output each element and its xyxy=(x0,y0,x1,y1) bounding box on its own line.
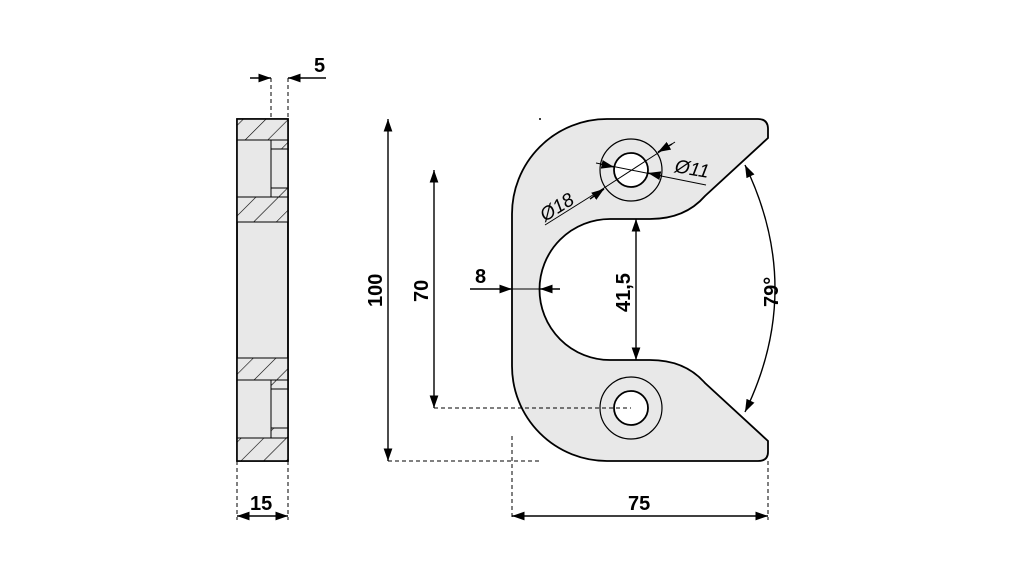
section-hatch xyxy=(236,357,289,381)
counterbore-section xyxy=(236,379,272,439)
side-view: 5 15 xyxy=(236,55,326,521)
counterbore-section xyxy=(236,139,272,198)
dimension-height: 100 xyxy=(365,118,541,462)
counterbore-circle-bottom xyxy=(599,376,663,440)
dimension-wall: 8 xyxy=(470,266,560,294)
dimension-hole-spacing: 70 xyxy=(411,170,631,409)
section-hatch xyxy=(270,187,289,198)
counterbore-circle-top xyxy=(599,138,663,202)
dimension-hole-diameters: Ø18 Ø11 xyxy=(536,141,711,227)
dimension-thickness: 15 xyxy=(236,461,289,521)
dim-label: 100 xyxy=(365,274,387,307)
section-hatch xyxy=(236,196,289,223)
dimension-angle: 79° xyxy=(744,164,783,413)
dim-label: 79° xyxy=(761,277,783,307)
section-hatch xyxy=(270,427,289,439)
dim-label: 75 xyxy=(628,493,650,515)
front-view: Ø18 Ø11 100 70 8 41,5 xyxy=(365,118,783,521)
dim-label: 5 xyxy=(314,55,325,77)
hole-section xyxy=(270,388,289,429)
part-outline xyxy=(511,118,769,462)
section-hatch xyxy=(270,379,289,390)
hole-section xyxy=(270,148,289,189)
dim-label: 15 xyxy=(250,493,272,515)
dimension-width: 75 xyxy=(511,436,769,521)
dim-label: 8 xyxy=(475,266,486,288)
dim-label: 70 xyxy=(411,280,433,302)
dim-label: 41,5 xyxy=(613,273,635,312)
dimension-counterbore-depth: 5 xyxy=(250,55,326,119)
section-hatch xyxy=(236,437,289,462)
section-hatch xyxy=(236,118,289,141)
dimension-slot-width: 41,5 xyxy=(613,219,641,360)
section-hatch xyxy=(270,139,289,150)
